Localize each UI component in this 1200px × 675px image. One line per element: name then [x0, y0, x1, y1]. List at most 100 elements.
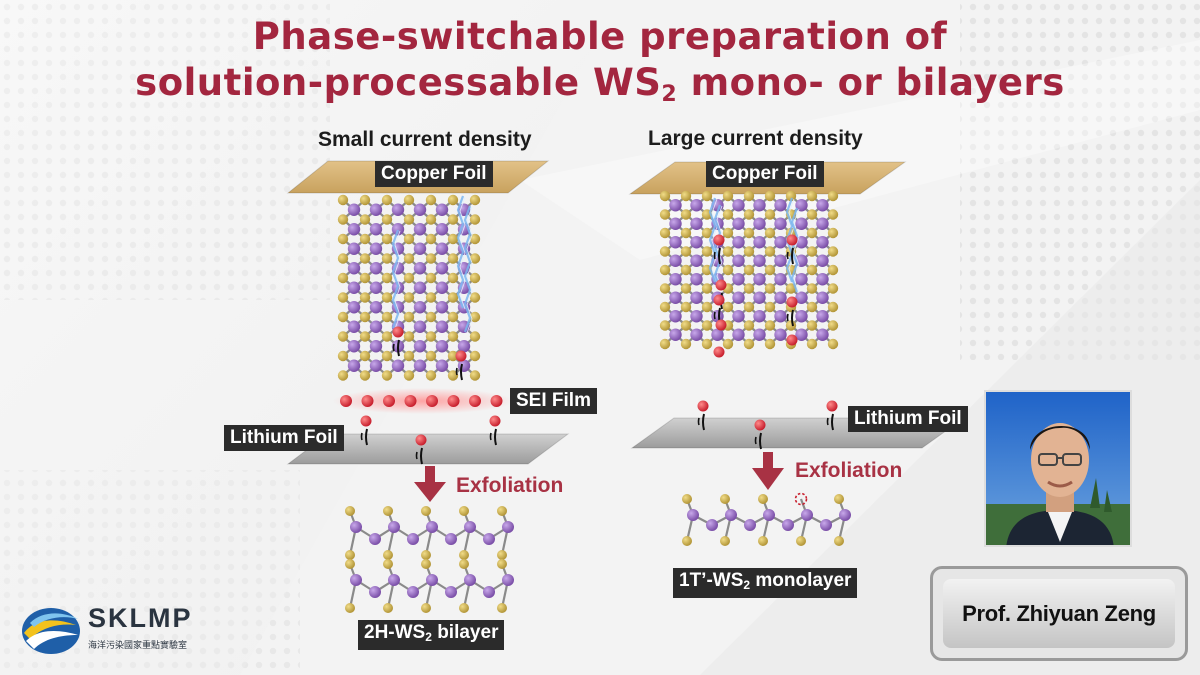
- right-channel-ion-a: [713, 346, 725, 358]
- left-foil-ion-2-trail-short: [415, 451, 418, 460]
- sei-film-ion: [361, 395, 374, 407]
- left-lattice-w-atom: [413, 340, 427, 353]
- left-lattice-s-atom: [381, 311, 393, 323]
- left-lattice-w-atom: [435, 203, 449, 216]
- right-lattice-s-atom: [701, 190, 713, 202]
- left-bilayer-bottom-w-atom: [369, 586, 381, 598]
- sei-film-ion: [490, 395, 503, 407]
- left-foil-ion-3: [489, 415, 501, 427]
- left-lattice-w-atom: [347, 262, 361, 275]
- left-li-ion-1-trail-short: [392, 343, 395, 352]
- right-lattice-s-atom: [743, 227, 755, 239]
- left-bilayer-bottom-w-atom: [407, 586, 419, 598]
- left-bilayer-top-s-atom: [345, 506, 355, 516]
- left-spark-2: [456, 195, 465, 309]
- left-lattice-s-atom: [447, 272, 459, 284]
- right-lattice-w-atom: [774, 328, 787, 341]
- right-spark-2-glow: [716, 205, 723, 291]
- left-lattice-w-atom: [391, 203, 405, 216]
- left-arrow-shaft: [425, 466, 435, 484]
- left-lattice-s-atom: [469, 331, 481, 342]
- left-lattice-s-atom: [381, 233, 393, 245]
- left-bilayer-top-s-atom: [383, 550, 393, 560]
- left-bilayer-bottom-s-atom: [421, 559, 431, 569]
- left-lattice-w-atom: [347, 359, 361, 372]
- left-lattice-s-atom: [359, 253, 371, 264]
- left-bilayer-bottom-s-atom: [345, 559, 355, 569]
- left-lattice-w-atom: [347, 340, 361, 353]
- left-lattice-s-atom: [403, 350, 415, 362]
- right-foil-ion-2-trail: [759, 432, 762, 450]
- left-lattice-s-atom: [469, 272, 481, 284]
- right-lattice-s-atom: [764, 301, 776, 313]
- right-lattice-w-atom: [774, 291, 787, 304]
- right-foil-ion-3-trail: [831, 413, 834, 431]
- right-lattice-s-atom: [827, 283, 839, 294]
- left-lattice-s-atom: [447, 350, 459, 362]
- right-lattice-s-atom: [806, 264, 818, 276]
- right-lattice-s-atom: [827, 264, 839, 276]
- right-lattice-w-atom: [795, 310, 808, 323]
- left-bilayer-bottom-w-atom: [483, 586, 495, 598]
- left-lattice-s-atom: [403, 194, 415, 206]
- right-lattice-s-atom: [680, 264, 692, 276]
- right-exfoliation-label: Exfoliation: [795, 459, 903, 482]
- right-lattice-s-atom: [806, 338, 818, 350]
- right-lattice-w-atom: [732, 328, 745, 341]
- left-lattice-s-atom: [403, 272, 415, 284]
- right-lattice-w-atom: [753, 328, 766, 341]
- left-lattice-s-atom: [425, 194, 437, 206]
- right-lattice-s-atom: [722, 227, 734, 239]
- presenter-name-box: Prof. Zhiyuan Zeng: [930, 566, 1188, 661]
- right-lattice-s-atom: [722, 209, 734, 220]
- left-lattice-w-atom: [413, 281, 427, 294]
- right-lattice-w-atom: [732, 217, 745, 230]
- left-lattice-s-atom: [447, 311, 459, 323]
- left-lattice-s-atom: [447, 331, 459, 342]
- title-subscript: 2: [661, 82, 678, 107]
- left-lattice-s-atom: [447, 292, 459, 303]
- right-lattice-s-atom: [659, 246, 671, 257]
- right-lattice-s-atom: [785, 190, 797, 202]
- right-lattice-w-atom: [669, 328, 682, 341]
- right-monolayer-s-atom: [682, 536, 692, 546]
- right-lattice-s-atom: [659, 301, 671, 313]
- right-lattice-s-atom: [722, 190, 734, 202]
- left-lattice-s-atom: [469, 311, 481, 323]
- right-monolayer-w-atom: [782, 519, 794, 531]
- left-lattice-s-atom: [337, 370, 349, 381]
- left-lithium-foil: [286, 433, 570, 465]
- left-bilayer-top-w-atom: [445, 533, 457, 545]
- right-lattice-s-atom: [680, 209, 692, 220]
- left-bilayer-top-w-atom: [369, 533, 381, 545]
- left-lattice-s-atom: [425, 292, 437, 303]
- left-lattice-w-atom: [435, 262, 449, 275]
- right-channel-ion-a: [715, 279, 727, 291]
- right-channel-ion-a: [715, 319, 727, 331]
- left-lattice-s-atom: [403, 253, 415, 264]
- right-lattice-w-atom: [690, 254, 703, 267]
- logo-subtitle: 海洋污染國家重點實驗室: [88, 641, 188, 651]
- right-lattice-s-atom: [659, 338, 671, 350]
- right-lattice-w-atom: [732, 273, 745, 286]
- right-lattice-w-atom: [732, 310, 745, 323]
- right-lattice-s-atom: [743, 264, 755, 276]
- left-product-label: 2H-WS2 bilayer: [358, 620, 505, 650]
- right-lattice-w-atom: [690, 236, 703, 249]
- right-lattice-s-atom: [806, 301, 818, 313]
- left-bilayer-bottom-s-atom: [459, 603, 469, 613]
- left-bilayer-top-s-atom: [459, 506, 469, 516]
- right-product-label: 1T’-WS2 monolayer: [673, 568, 858, 598]
- left-lattice-s-atom: [425, 350, 437, 362]
- left-lattice-w-atom: [369, 320, 383, 333]
- left-lattice-w-atom: [347, 320, 361, 333]
- left-bilayer-bottom-w-atom: [350, 574, 362, 586]
- right-monolayer-w-atom: [820, 519, 832, 531]
- left-lattice-s-atom: [425, 311, 437, 323]
- right-lattice-w-atom: [816, 273, 829, 286]
- left-lattice-s-atom: [337, 214, 349, 225]
- left-lattice-s-atom: [337, 350, 349, 362]
- left-spark-1-glow: [394, 230, 401, 330]
- sei-film-ion: [447, 395, 460, 407]
- left-lattice-s-atom: [337, 233, 349, 245]
